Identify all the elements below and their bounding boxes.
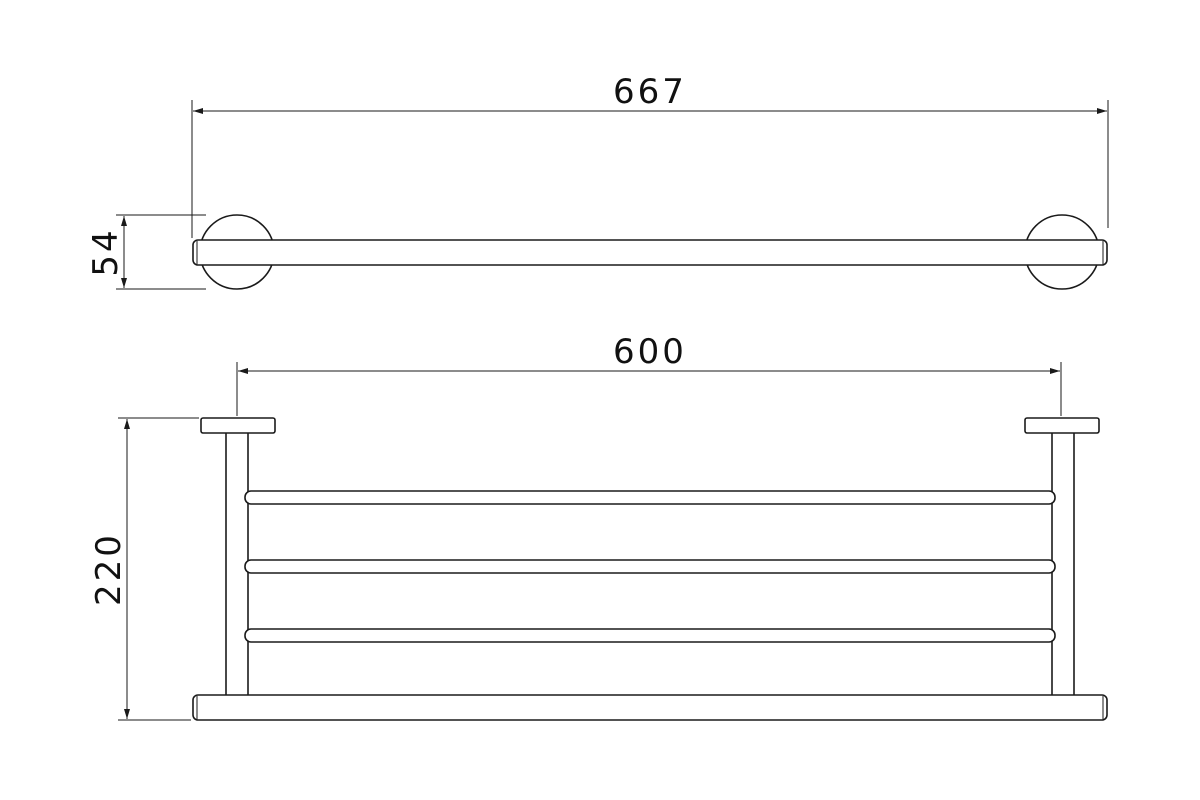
dim-600-label: 600 [613, 332, 687, 372]
shelf-bar-2 [244, 559, 1056, 574]
dim-54-label: 54 [86, 227, 126, 276]
top-rail [192, 239, 1108, 266]
right-wall-flange [1024, 417, 1100, 434]
bottom-rail [192, 694, 1108, 721]
front-view: 600 220 [89, 332, 1108, 721]
shelf-bar-1 [244, 490, 1056, 505]
shelf-bar-3 [244, 628, 1056, 643]
left-wall-flange [200, 417, 276, 434]
dim-667-label: 667 [613, 72, 687, 112]
dim-220-label: 220 [89, 532, 129, 606]
top-view: 667 54 [86, 72, 1109, 290]
